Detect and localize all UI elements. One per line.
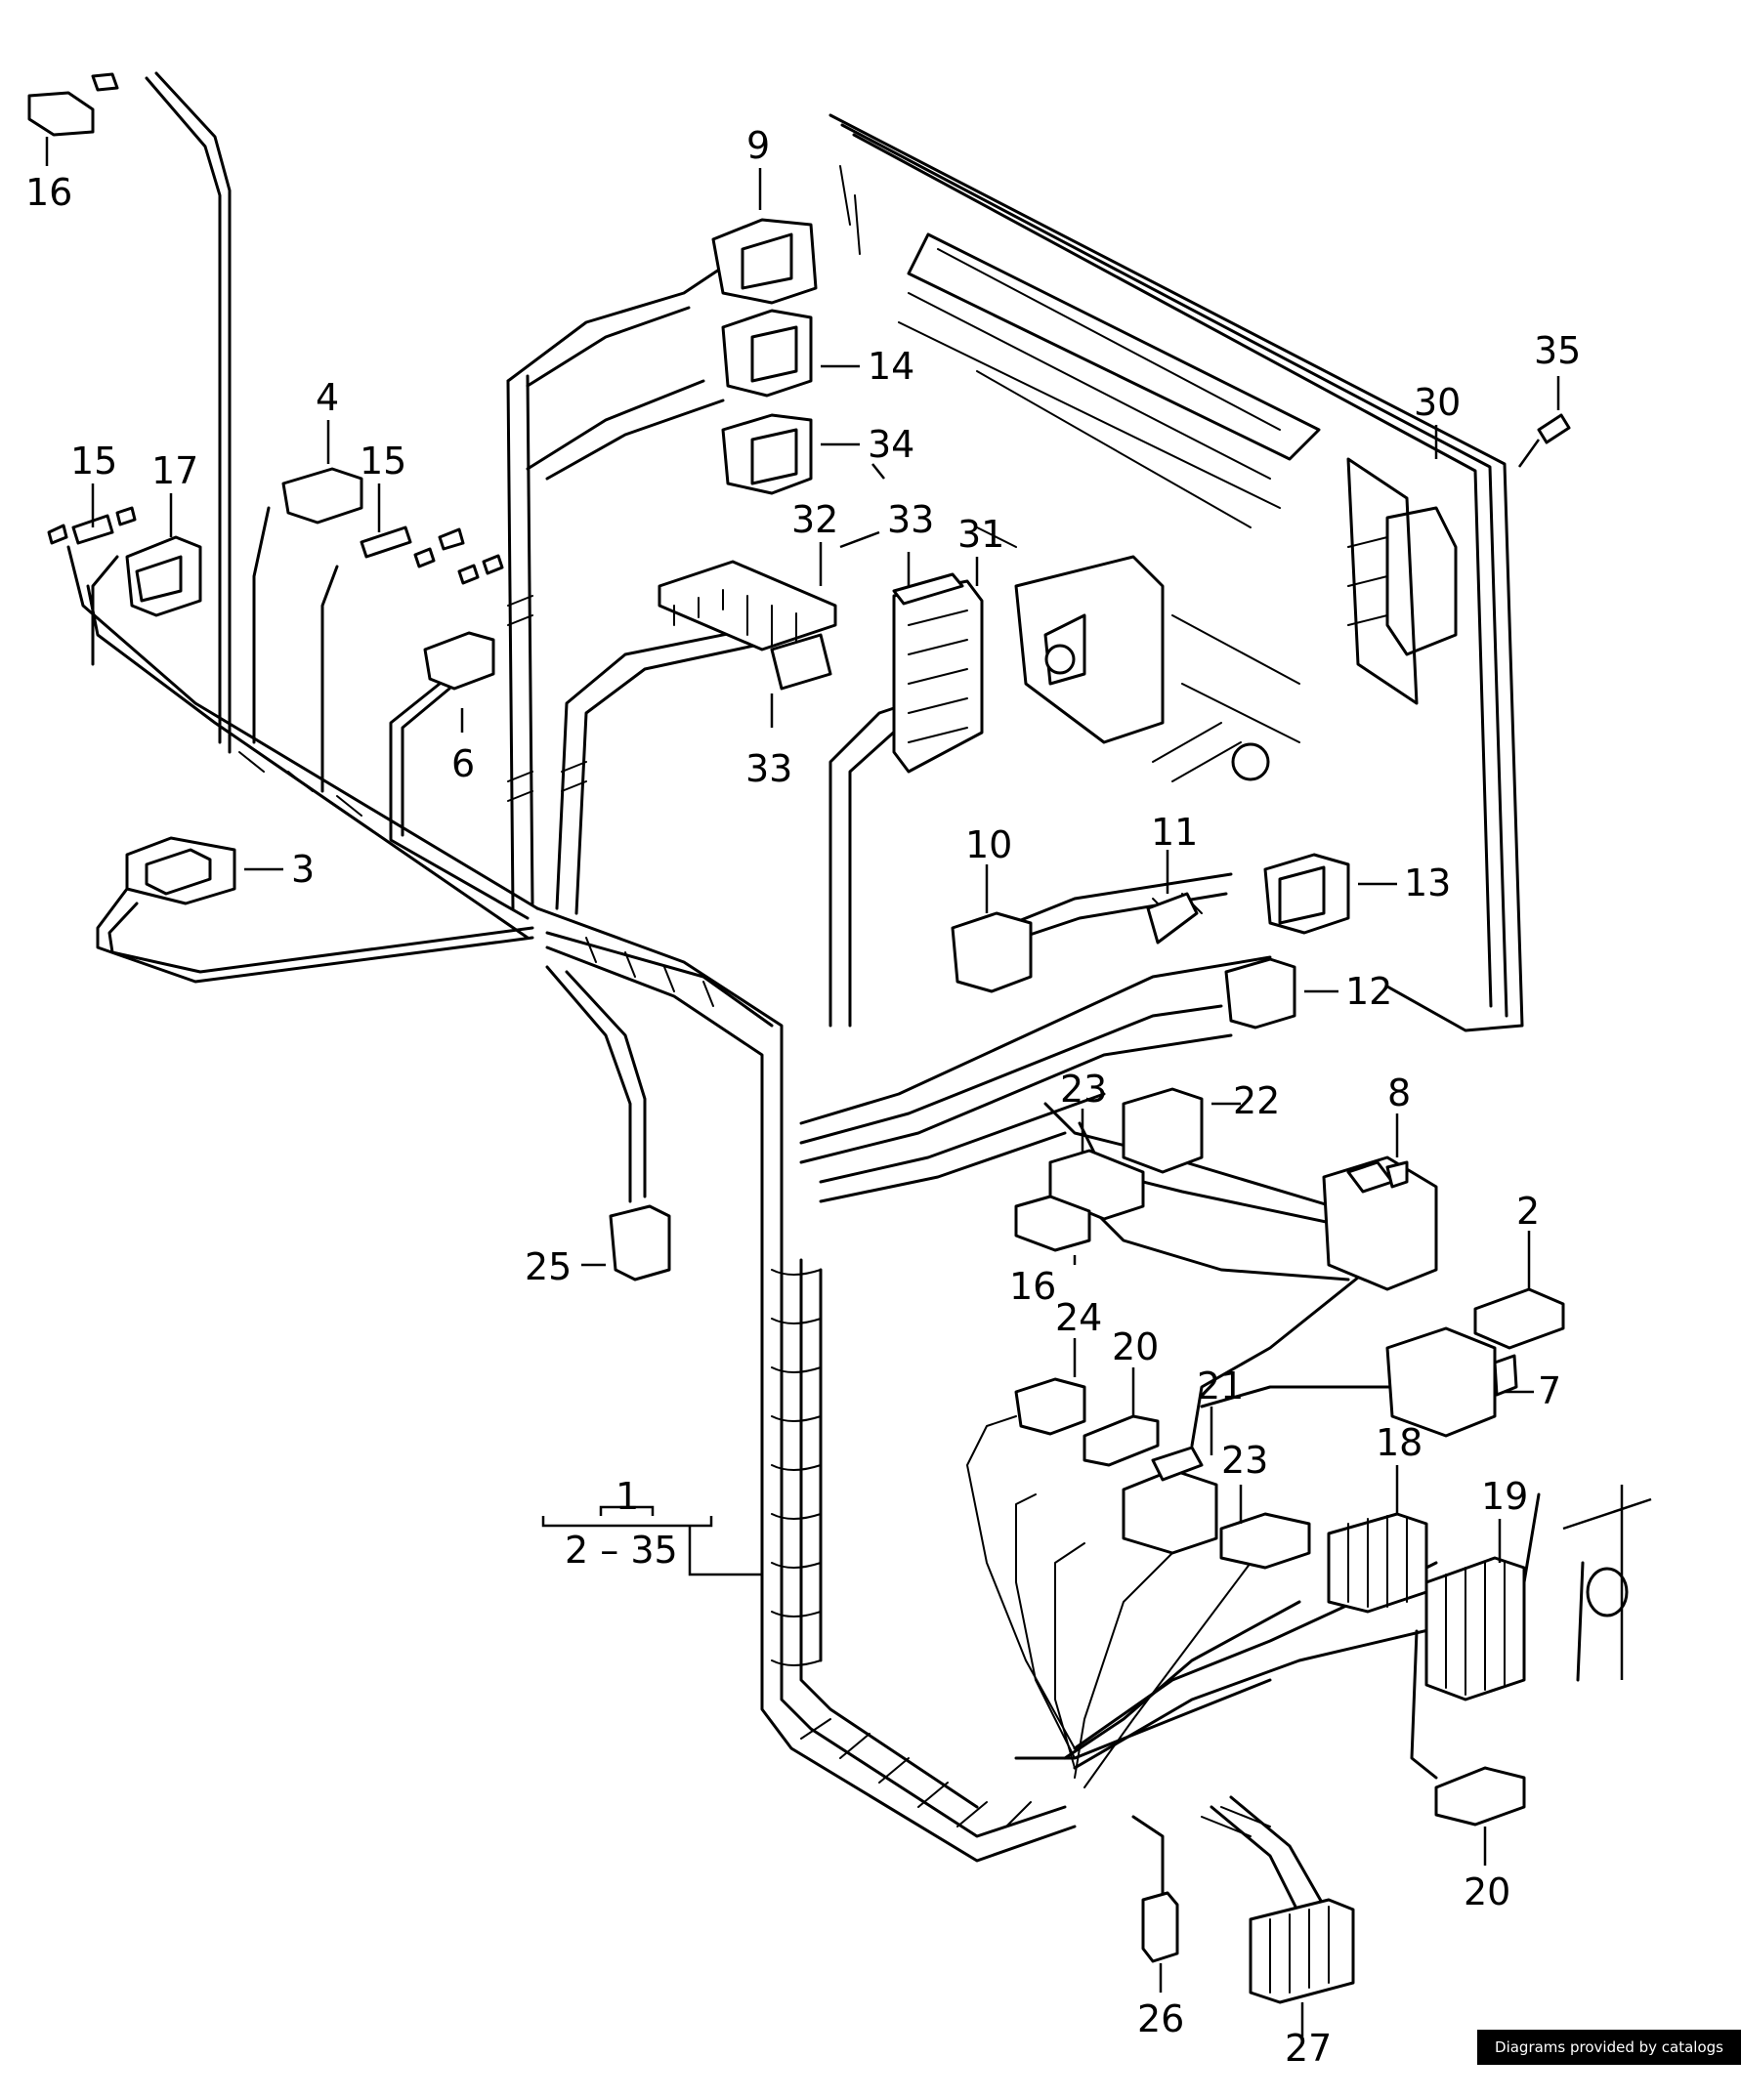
connector-18	[1327, 1512, 1428, 1614]
terminals-15a	[47, 506, 137, 545]
connector-6	[423, 631, 495, 691]
main-trunk	[535, 906, 1077, 1863]
callout-14: 14	[868, 345, 914, 388]
callout-27: 27	[1285, 2027, 1332, 2065]
connector-20b	[1434, 1766, 1526, 1827]
callout-26: 26	[1137, 1997, 1184, 2040]
callout-19: 19	[1481, 1475, 1528, 1518]
attribution-badge: Diagrams provided by catalogs parts	[1477, 2030, 1741, 2091]
callout-23a: 23	[1060, 1068, 1107, 1111]
callout-9: 9	[746, 124, 770, 167]
callout-3: 3	[291, 848, 315, 891]
callout-23b: 23	[1221, 1439, 1268, 1482]
callout-16a: 16	[25, 171, 72, 214]
callout-7: 7	[1538, 1369, 1561, 1412]
callout-6: 6	[451, 742, 475, 785]
connector-21	[1122, 1446, 1218, 1555]
connector-22	[1122, 1087, 1204, 1174]
callout-24: 24	[1055, 1296, 1102, 1339]
instrument-cluster	[828, 113, 1524, 1032]
terminals-15b	[360, 525, 504, 585]
callout-20a: 20	[1112, 1325, 1159, 1368]
connector-7	[1385, 1326, 1518, 1438]
fuse-block-31	[892, 572, 984, 774]
centre-bundles	[506, 252, 920, 1028]
connector-10	[951, 911, 1033, 993]
callout-33b: 33	[745, 747, 792, 790]
callout-15a: 15	[70, 440, 117, 483]
callout-25: 25	[525, 1245, 572, 1288]
connector-17	[125, 535, 202, 617]
connector-2	[1473, 1287, 1565, 1350]
callout-16b: 16	[1009, 1265, 1056, 1308]
connector-14	[721, 309, 813, 398]
leader-lines	[45, 137, 1560, 2037]
callout-31: 31	[957, 513, 1004, 556]
callout-1: 1	[616, 1475, 639, 1518]
connector-11	[1146, 892, 1199, 945]
left-branches	[66, 71, 539, 984]
callout-13: 13	[1404, 861, 1451, 904]
callout-35: 35	[1534, 329, 1581, 372]
connector-9	[711, 218, 818, 305]
connector-12	[1224, 957, 1296, 1029]
callout-range: 2 – 35	[565, 1529, 678, 1572]
connector-20a	[1083, 1414, 1160, 1467]
relay-plate-32	[658, 560, 837, 691]
callout-8: 8	[1387, 1071, 1411, 1114]
callout-30: 30	[1414, 381, 1461, 424]
callout-2: 2	[1516, 1190, 1540, 1233]
connector-19	[1424, 1556, 1526, 1701]
callout-33a: 33	[887, 498, 934, 541]
callout-15b: 15	[360, 440, 406, 483]
bulb-35	[1517, 413, 1571, 468]
connector-24	[1014, 1377, 1086, 1436]
bulb-socket	[1562, 1485, 1652, 1680]
connector-16b	[1014, 1195, 1091, 1252]
callout-18: 18	[1376, 1421, 1423, 1464]
connector-34	[721, 413, 813, 495]
connector-13	[1263, 853, 1350, 935]
connector-16a	[27, 72, 119, 137]
callout-22: 22	[1233, 1079, 1280, 1122]
callout-11: 11	[1151, 811, 1198, 854]
callout-32: 32	[791, 498, 838, 541]
connector-4	[281, 467, 363, 525]
connector-8	[1322, 1155, 1438, 1291]
connector-27	[1249, 1898, 1355, 2004]
callout-labels: 16 9 14 34 35 30 15 17 4 15 33 32 31 33 …	[25, 124, 1581, 2065]
connector-26	[1141, 1891, 1179, 1963]
connector-25	[545, 965, 671, 1281]
callout-4: 4	[316, 376, 339, 419]
callout-10: 10	[965, 823, 1012, 866]
callout-20b: 20	[1464, 1870, 1510, 1913]
callout-21: 21	[1197, 1365, 1244, 1407]
callout-17: 17	[151, 449, 198, 492]
callout-12: 12	[1345, 970, 1392, 1013]
callout-34: 34	[868, 423, 914, 466]
connector-23b	[1219, 1512, 1311, 1570]
connector-3	[125, 836, 236, 905]
